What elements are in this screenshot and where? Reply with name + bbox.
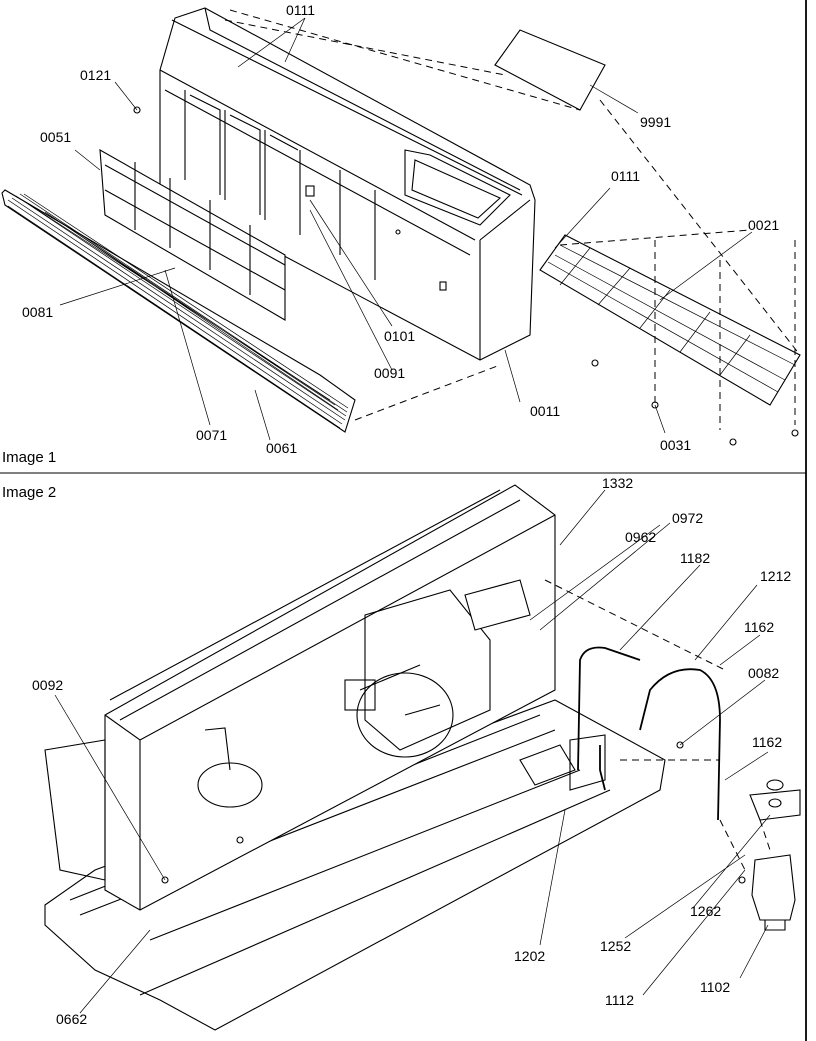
rear-grille [539, 234, 801, 406]
label-1102: 1102 [700, 979, 730, 995]
capacitor-part [464, 579, 531, 631]
label-1262: 1262 [690, 903, 721, 919]
pump-assembly [738, 779, 801, 931]
label-1332: 1332 [602, 475, 633, 491]
label-0061: 0061 [266, 440, 297, 456]
label-0031: 0031 [660, 437, 691, 453]
label-0121: 0121 [80, 67, 111, 83]
image2-screw-parts [161, 741, 684, 884]
top-cover-part [494, 29, 606, 111]
label-0092: 0092 [32, 677, 63, 693]
label-1182: 1182 [680, 550, 710, 566]
label-9991: 9991 [640, 114, 671, 130]
fan-frame [364, 589, 491, 751]
switch-bracket [204, 727, 231, 771]
image1-drawing [1, 7, 801, 446]
label-0082: 0082 [748, 665, 779, 681]
label-0101: 0101 [384, 328, 415, 344]
label-0111-top: 0111 [286, 2, 315, 18]
label-1112: 1112 [605, 992, 634, 1008]
label-0071: 0071 [196, 427, 227, 443]
label-1252: 1252 [600, 938, 631, 954]
switch-part [197, 762, 263, 808]
label-1202: 1202 [514, 948, 545, 964]
image2-drawing [44, 484, 801, 1031]
label-0021: 0021 [748, 217, 779, 233]
image2-caption: Image 2 [2, 484, 56, 501]
label-0662: 0662 [56, 1011, 87, 1027]
label-0011: 0011 [530, 403, 560, 419]
front-cabinet [159, 7, 536, 361]
front-grille [1, 189, 356, 433]
label-0091: 0091 [374, 365, 405, 381]
label-0081: 0081 [22, 304, 53, 320]
tubing-parts [569, 646, 721, 821]
label-1162-top: 1162 [744, 619, 774, 635]
label-1212: 1212 [760, 568, 791, 584]
blower-motor [344, 664, 454, 758]
label-1162-bottom: 1162 [752, 734, 782, 750]
filter-panel [99, 149, 286, 321]
label-0111-right: 0111 [611, 168, 640, 184]
label-0962: 0962 [625, 529, 656, 545]
label-0972: 0972 [672, 510, 703, 526]
image1-caption: Image 1 [2, 449, 56, 466]
label-0051: 0051 [40, 129, 71, 145]
screw-parts [133, 106, 799, 446]
